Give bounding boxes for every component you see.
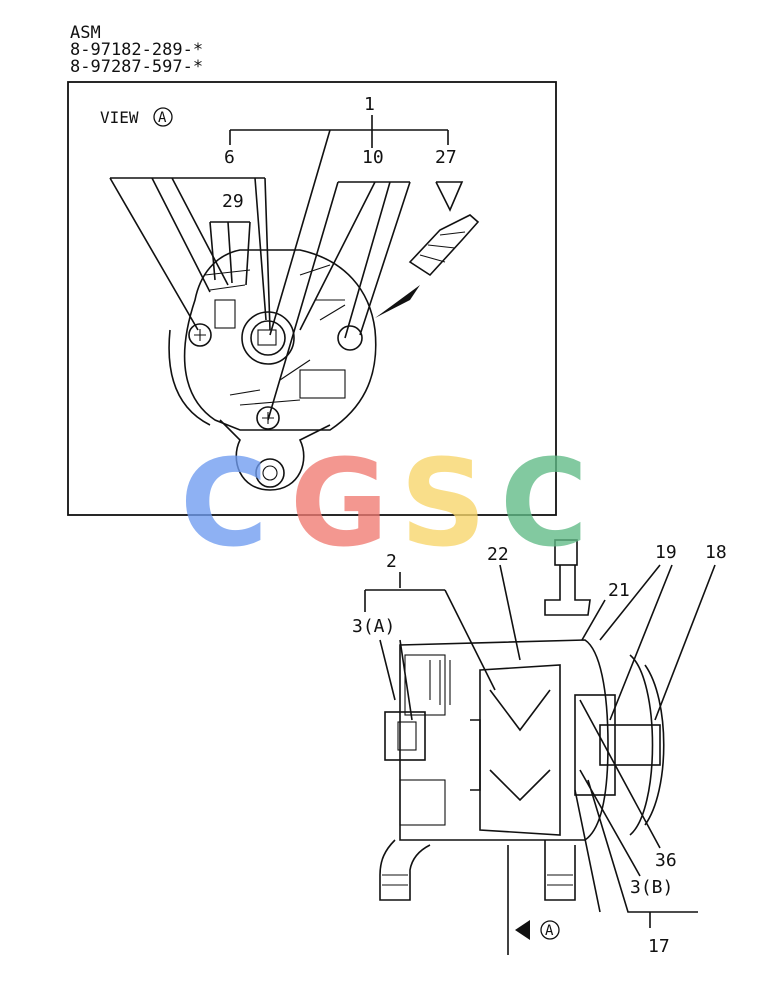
- fuse-part: [544, 539, 591, 616]
- watermark: C G S C: [180, 435, 588, 574]
- connector-27: [375, 214, 480, 318]
- callout-21: 21: [608, 580, 630, 601]
- header-asm: ASM: [70, 23, 101, 43]
- header-part-number-1: 8-97182-289-*: [70, 40, 203, 60]
- section-marker-circle: [540, 920, 560, 940]
- header-part-number-2: 8-97287-597-*: [70, 57, 203, 77]
- callout-3a: 3(A): [352, 616, 395, 637]
- section-marker-letter: A: [545, 923, 554, 939]
- view-marker-circle: [153, 107, 173, 127]
- watermark-letter-c1: C: [180, 435, 268, 574]
- callout-17: 17: [648, 936, 670, 957]
- alternator-rear-view: [168, 249, 377, 491]
- callout-27: 27: [435, 147, 457, 168]
- view-label: VIEW: [100, 108, 139, 127]
- view-marker-letter: A: [158, 110, 167, 126]
- callout-19: 19: [655, 542, 677, 563]
- callout-10: 10: [362, 147, 384, 168]
- callout-36: 36: [655, 850, 677, 871]
- callout-2: 2: [386, 551, 397, 572]
- watermark-letter-s: S: [400, 435, 486, 574]
- callout-29: 29: [222, 191, 244, 212]
- callout-6: 6: [224, 147, 235, 168]
- callout-3b: 3(B): [630, 877, 673, 898]
- view-frame: [67, 81, 557, 516]
- callout-22: 22: [487, 544, 509, 565]
- connector-pointer: [375, 285, 420, 318]
- callout-18: 18: [705, 542, 727, 563]
- section-arrow: [515, 920, 530, 940]
- alternator-side-view: [379, 639, 665, 901]
- watermark-letter-c2: C: [500, 435, 588, 574]
- side-leader-lines: [364, 564, 716, 928]
- top-leader-lines: [109, 115, 464, 421]
- watermark-letter-g: G: [290, 435, 389, 574]
- callout-1: 1: [364, 94, 375, 115]
